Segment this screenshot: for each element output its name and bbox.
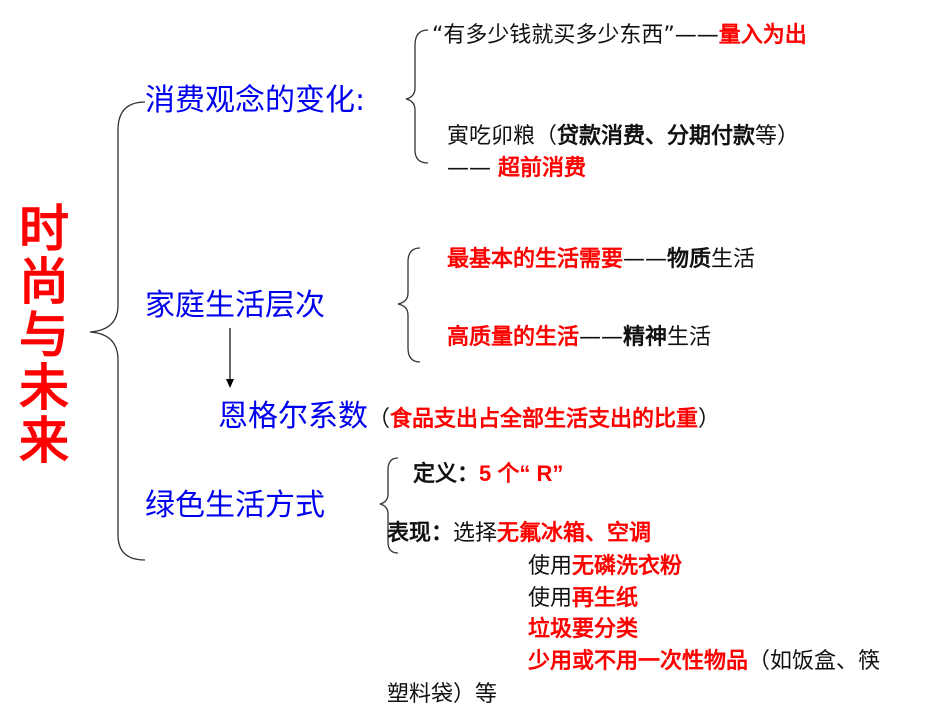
green-show-3: 使用再生纸 xyxy=(528,588,638,610)
red-text: 少用或不用一次性物品 xyxy=(528,649,749,674)
green-show-4: 垃圾要分类 xyxy=(528,619,638,641)
consumption-line-1: “有多少钱就买多少东西”——量入为出 xyxy=(432,25,807,47)
green-show-1: 表现：选择无氟冰箱、空调 xyxy=(387,523,651,545)
text: 选择 xyxy=(453,521,498,546)
label: 定义： xyxy=(413,462,480,487)
consumption-line-3: —— 超前消费 xyxy=(447,158,586,180)
red-text: 无磷洗衣粉 xyxy=(572,554,683,579)
green-definition: 定义：5 个“ R” xyxy=(413,463,563,486)
consumption-heading: 消费观念的变化: xyxy=(145,83,366,118)
text: 生活 xyxy=(711,247,756,272)
consumption-line-2: 寅吃卯粮（贷款消费、分期付款等） xyxy=(447,126,799,148)
red-text: 无氟冰箱、空调 xyxy=(497,521,652,546)
red-text: 垃圾要分类 xyxy=(528,617,639,642)
dash: —— xyxy=(579,325,624,350)
green-brace xyxy=(379,457,399,554)
text: （如饭盒、筷 xyxy=(748,649,881,674)
dash: —— xyxy=(447,156,498,181)
paren: ） xyxy=(698,407,721,432)
bold-text: 物质 xyxy=(667,247,712,272)
green-show-5: 少用或不用一次性物品（如饭盒、筷 xyxy=(528,651,880,673)
value: 5 个“ R” xyxy=(479,461,564,486)
engel-desc: 食品支出占全部生活支出的比重 xyxy=(390,407,699,432)
family-item-1: 最基本的生活需要——物质生活 xyxy=(447,249,755,271)
arrow-head xyxy=(226,379,234,388)
engel-heading: 恩格尔系数 xyxy=(218,399,368,434)
family-item-2: 高质量的生活——精神生活 xyxy=(447,327,711,349)
red-text: 高质量的生活 xyxy=(447,325,580,350)
family-brace xyxy=(397,247,421,363)
paren: （ xyxy=(368,407,391,432)
green-show-wrap: 塑料袋）等 xyxy=(387,682,498,707)
bold-text: 贷款消费、分期付款 xyxy=(557,124,756,149)
main-brace xyxy=(89,101,146,561)
bold-text: 精神 xyxy=(623,325,668,350)
tag-text: 量入为出 xyxy=(718,23,807,48)
red-text: 再生纸 xyxy=(572,586,639,611)
tag-text: 超前消费 xyxy=(498,156,587,181)
text: 生活 xyxy=(667,325,712,350)
quote-text: “有多少钱就买多少东西”—— xyxy=(432,23,719,48)
consumption-brace xyxy=(405,29,429,164)
text: 使用 xyxy=(528,554,573,579)
engel-row: 恩格尔系数（食品支出占全部生活支出的比重） xyxy=(218,402,720,432)
red-text: 最基本的生活需要 xyxy=(447,247,624,272)
text: 使用 xyxy=(528,586,573,611)
text: 寅吃卯粮（ xyxy=(447,124,558,149)
green-heading: 绿色生活方式 xyxy=(145,488,325,523)
green-show-2: 使用无磷洗衣粉 xyxy=(528,556,682,578)
text: 等） xyxy=(755,124,800,149)
label: 表现： xyxy=(387,521,454,546)
family-heading: 家庭生活层次 xyxy=(145,288,325,323)
dash: —— xyxy=(623,247,668,272)
slide-title: 时尚与未来 xyxy=(19,200,69,470)
